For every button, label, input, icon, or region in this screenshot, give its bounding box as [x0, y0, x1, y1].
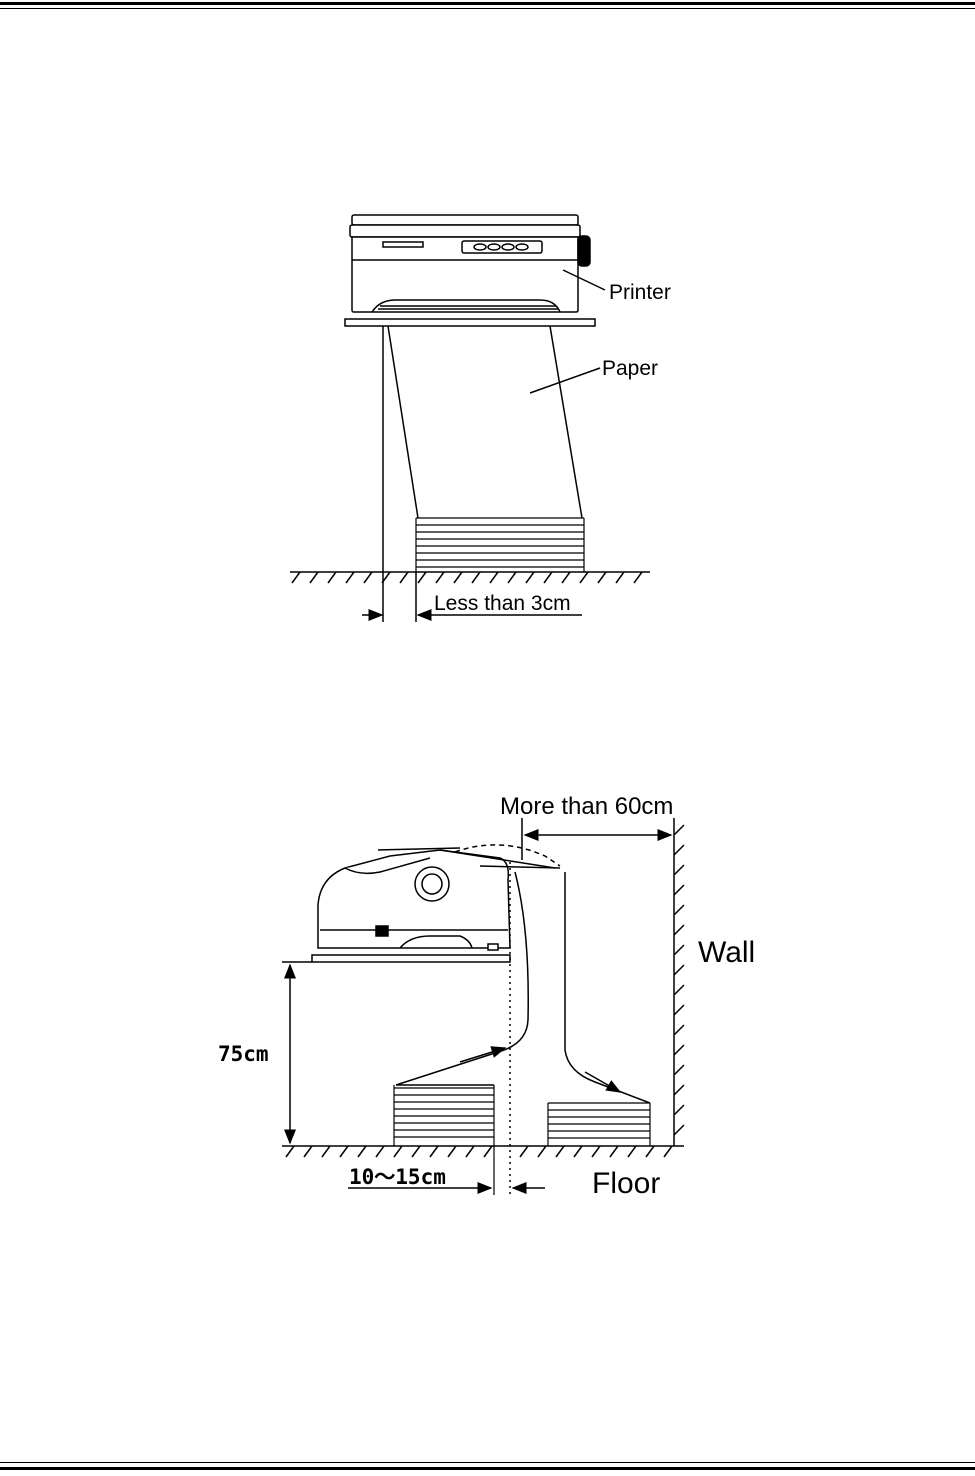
paper-label: Paper — [602, 357, 658, 380]
floor-hatch-top — [290, 572, 650, 583]
printer-front-icon — [350, 215, 590, 312]
floor-hatch-bottom — [282, 1146, 684, 1157]
height-label: 75cm — [218, 1042, 269, 1066]
paper-sheet — [388, 326, 582, 518]
floor-label: Floor — [592, 1167, 660, 1200]
wall-label: Wall — [698, 936, 755, 969]
feed-arrow — [460, 1048, 505, 1062]
clearance-dimension — [522, 818, 671, 860]
table-top — [345, 319, 595, 326]
height-dimension — [282, 962, 312, 1143]
table-top-side — [312, 955, 510, 962]
distance-label: Less than 3cm — [434, 592, 571, 615]
printer-side-icon — [318, 848, 560, 950]
bottom-figure: More than 60cm Wall 75cm 10～15cm Floor — [218, 793, 755, 1200]
output-paper-stack — [548, 1103, 650, 1146]
output-arrow — [585, 1072, 620, 1092]
clearance-label: More than 60cm — [500, 793, 673, 820]
printer-label: Printer — [609, 281, 671, 304]
top-figure: Printer Paper Less than 3cm — [290, 215, 671, 622]
paper-stack — [416, 518, 584, 572]
wall-hatch — [674, 818, 684, 1146]
paper-leader — [530, 368, 600, 393]
gap-label: 10～15cm — [349, 1165, 446, 1189]
